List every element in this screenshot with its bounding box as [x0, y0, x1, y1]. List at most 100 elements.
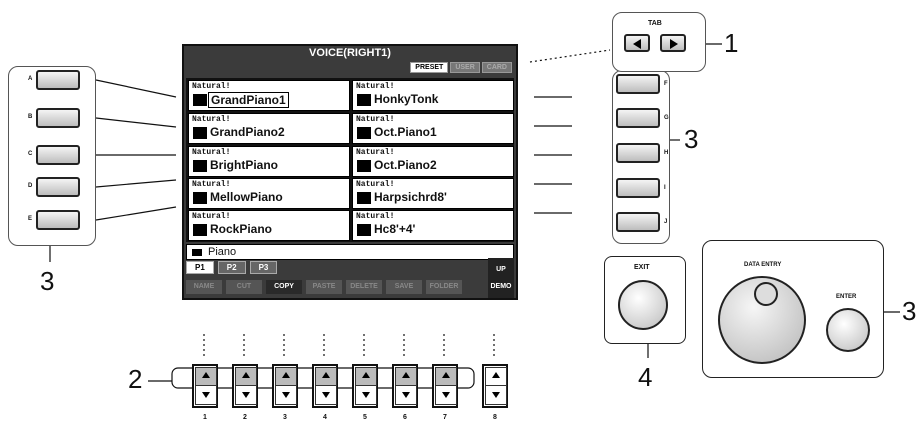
button-g[interactable]: [616, 108, 660, 128]
folder-path[interactable]: Piano: [186, 244, 514, 260]
enter-button[interactable]: [826, 308, 870, 352]
down-half[interactable]: [235, 385, 257, 405]
up-demo-control[interactable]: UP DEMO: [488, 258, 514, 298]
function-copy[interactable]: COPY: [266, 280, 302, 294]
voice-cell[interactable]: Natural!Hc8'+4': [352, 210, 514, 241]
triangle-up-icon: [202, 372, 210, 378]
up-half[interactable]: [395, 367, 417, 387]
voice-name: Oct.Piano1: [374, 125, 437, 139]
button-letter-d: D: [28, 183, 33, 189]
voice-name: RockPiano: [210, 222, 273, 236]
page-tab-p3[interactable]: P3: [249, 261, 278, 274]
bottom-button-3[interactable]: [272, 364, 298, 408]
function-delete[interactable]: DELETE: [346, 280, 382, 294]
button-letter-a: A: [28, 76, 33, 82]
down-half[interactable]: [355, 385, 377, 405]
button-b[interactable]: [36, 108, 80, 128]
triangle-up-icon: [242, 372, 250, 378]
triangle-down-icon: [202, 392, 210, 398]
up-half[interactable]: [315, 367, 337, 387]
screen-title: VOICE(RIGHT1): [309, 47, 391, 59]
exit-button[interactable]: [618, 280, 668, 330]
button-f[interactable]: [616, 74, 660, 94]
bottom-button-5[interactable]: [352, 364, 378, 408]
triangle-down-icon: [402, 392, 410, 398]
down-half[interactable]: [485, 385, 507, 405]
voice-category: Natural!: [192, 115, 231, 124]
page-tab-p2[interactable]: P2: [217, 261, 246, 274]
voice-cell[interactable]: Natural!Oct.Piano1: [352, 113, 514, 144]
bottom-button-8[interactable]: [482, 364, 508, 408]
data-entry-label: DATA ENTRY: [744, 262, 782, 268]
function-paste[interactable]: PASTE: [306, 280, 342, 294]
arrow-left-icon: [633, 39, 641, 49]
function-cut[interactable]: CUT: [226, 280, 262, 294]
callout-right: 3: [684, 124, 699, 154]
tab-left-button[interactable]: [624, 34, 650, 52]
voice-cell[interactable]: Natural!GrandPiano1: [188, 80, 350, 111]
piano-icon: [193, 160, 207, 172]
button-a[interactable]: [36, 70, 80, 90]
tab-card[interactable]: CARD: [481, 62, 512, 73]
button-i[interactable]: [616, 178, 660, 198]
function-folder[interactable]: FOLDER: [426, 280, 462, 294]
tab-user[interactable]: USER: [450, 62, 480, 73]
function-save[interactable]: SAVE: [386, 280, 422, 294]
voice-cell[interactable]: Natural!GrandPiano2: [188, 113, 350, 144]
up-half[interactable]: [235, 367, 257, 387]
button-number: 2: [243, 414, 247, 421]
button-c[interactable]: [36, 145, 80, 165]
voice-name: MellowPiano: [210, 190, 283, 204]
down-half[interactable]: [435, 385, 457, 405]
page-tab-p1[interactable]: P1: [186, 261, 214, 274]
piano-icon: [193, 94, 207, 106]
up-half[interactable]: [275, 367, 297, 387]
button-letter-g: G: [664, 115, 669, 121]
harpsichord-icon: [357, 224, 371, 236]
voice-category: Natural!: [356, 115, 395, 124]
voice-name: GrandPiano2: [210, 125, 285, 139]
voice-name: Hc8'+4': [374, 222, 416, 236]
up-half[interactable]: [195, 367, 217, 387]
up-half[interactable]: [485, 367, 507, 387]
callout-tab: 1: [724, 28, 739, 58]
folder-icon: [192, 248, 202, 256]
callout-bottom: 2: [128, 364, 143, 394]
piano-icon: [193, 127, 207, 139]
button-number: 4: [323, 414, 327, 421]
down-half[interactable]: [275, 385, 297, 405]
voice-cell[interactable]: Natural!BrightPiano: [188, 146, 350, 177]
up-half[interactable]: [435, 367, 457, 387]
voice-cell[interactable]: Natural!Oct.Piano2: [352, 146, 514, 177]
bottom-button-6[interactable]: [392, 364, 418, 408]
button-e[interactable]: [36, 210, 80, 230]
piano-icon: [357, 127, 371, 139]
bottom-button-2[interactable]: [232, 364, 258, 408]
bottom-button-7[interactable]: [432, 364, 458, 408]
bottom-button-4[interactable]: [312, 364, 338, 408]
function-name[interactable]: NAME: [186, 280, 222, 294]
voice-category: Natural!: [356, 82, 395, 91]
voice-cell[interactable]: Natural!RockPiano: [188, 210, 350, 241]
voice-grid: Natural!GrandPiano1 Natural!HonkyTonk Na…: [186, 78, 514, 242]
tab-preset[interactable]: PRESET: [410, 62, 449, 73]
voice-cell[interactable]: Natural!MellowPiano: [188, 178, 350, 209]
voice-cell[interactable]: Natural!HonkyTonk: [352, 80, 514, 111]
button-letter-c: C: [28, 151, 33, 157]
bottom-button-1[interactable]: [192, 364, 218, 408]
voice-category: Natural!: [356, 180, 395, 189]
arrow-right-icon: [670, 39, 678, 49]
voice-name: Oct.Piano2: [374, 158, 437, 172]
button-d[interactable]: [36, 177, 80, 197]
tab-right-button[interactable]: [660, 34, 686, 52]
down-half[interactable]: [315, 385, 337, 405]
tab-label: TAB: [648, 20, 662, 27]
voice-category: Natural!: [192, 148, 231, 157]
up-half[interactable]: [355, 367, 377, 387]
button-j[interactable]: [616, 212, 660, 232]
button-h[interactable]: [616, 143, 660, 163]
voice-cell[interactable]: Natural!Harpsichrd8': [352, 178, 514, 209]
button-letter-b: B: [28, 114, 33, 120]
down-half[interactable]: [395, 385, 417, 405]
down-half[interactable]: [195, 385, 217, 405]
